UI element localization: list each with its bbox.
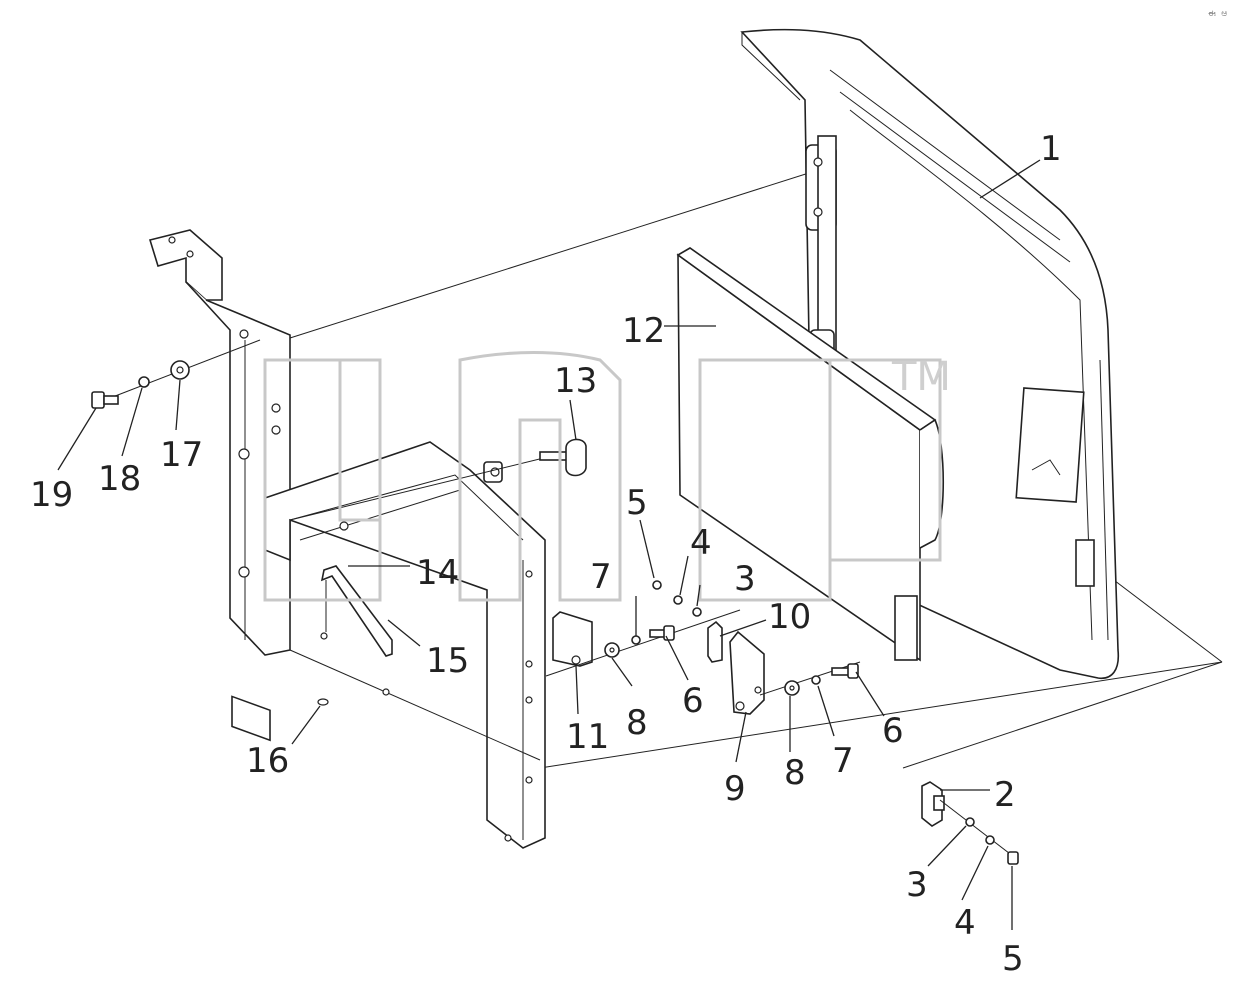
leader-lines — [57, 159, 1041, 930]
door-latch — [921, 781, 1019, 865]
door-hinge — [805, 135, 837, 367]
trademark-mark: TM — [891, 354, 951, 400]
callout-7-lower: 7 — [832, 741, 854, 781]
callout-18: 18 — [98, 459, 141, 499]
callout-17: 17 — [160, 435, 203, 475]
callout-1: 1 — [1040, 129, 1062, 169]
callout-10: 10 — [768, 597, 811, 637]
callout-15: 15 — [426, 641, 469, 681]
callout-5-upper: 5 — [626, 483, 648, 523]
rubber-bumper — [289, 438, 587, 521]
callout-4-upper: 4 — [690, 523, 712, 563]
callout-7-upper: 7 — [590, 557, 612, 597]
latch-fastener-set-upper — [652, 580, 702, 617]
bottom-screw — [317, 698, 329, 706]
callout-6-upper: 6 — [682, 681, 704, 721]
front-support-frame — [264, 441, 546, 849]
callout-12: 12 — [622, 311, 665, 351]
striker-bracket — [729, 630, 765, 715]
callout-13: 13 — [554, 361, 597, 401]
callout-6-lower: 6 — [882, 711, 904, 751]
callout-19: 19 — [30, 475, 73, 515]
callout-8-lower: 8 — [784, 753, 806, 793]
callout-11: 11 — [566, 717, 609, 757]
callout-9: 9 — [724, 769, 746, 809]
mounting-plate — [545, 609, 741, 677]
plate-fastener-set — [604, 625, 675, 658]
callout-16: 16 — [246, 741, 289, 781]
callout-3-upper: 3 — [734, 559, 756, 599]
latch-clip — [707, 620, 723, 663]
callout-14: 14 — [416, 553, 459, 593]
callout-labels: 1 2 3 3 4 4 5 5 6 6 7 7 8 8 9 10 11 12 1… — [30, 129, 1062, 979]
callout-3-lower: 3 — [906, 865, 928, 905]
callout-8-upper: 8 — [626, 703, 648, 743]
callout-4-lower: 4 — [954, 903, 976, 943]
bracket-fastener-set — [91, 339, 261, 409]
corner-stamp: ಈ ಆ — [1208, 9, 1227, 19]
callout-5-lower: 5 — [1002, 939, 1024, 979]
watermark: TM — [263, 351, 951, 602]
callout-2: 2 — [994, 775, 1016, 815]
rear-mounting-bracket — [148, 229, 291, 742]
striker-fastener-set — [759, 661, 861, 696]
